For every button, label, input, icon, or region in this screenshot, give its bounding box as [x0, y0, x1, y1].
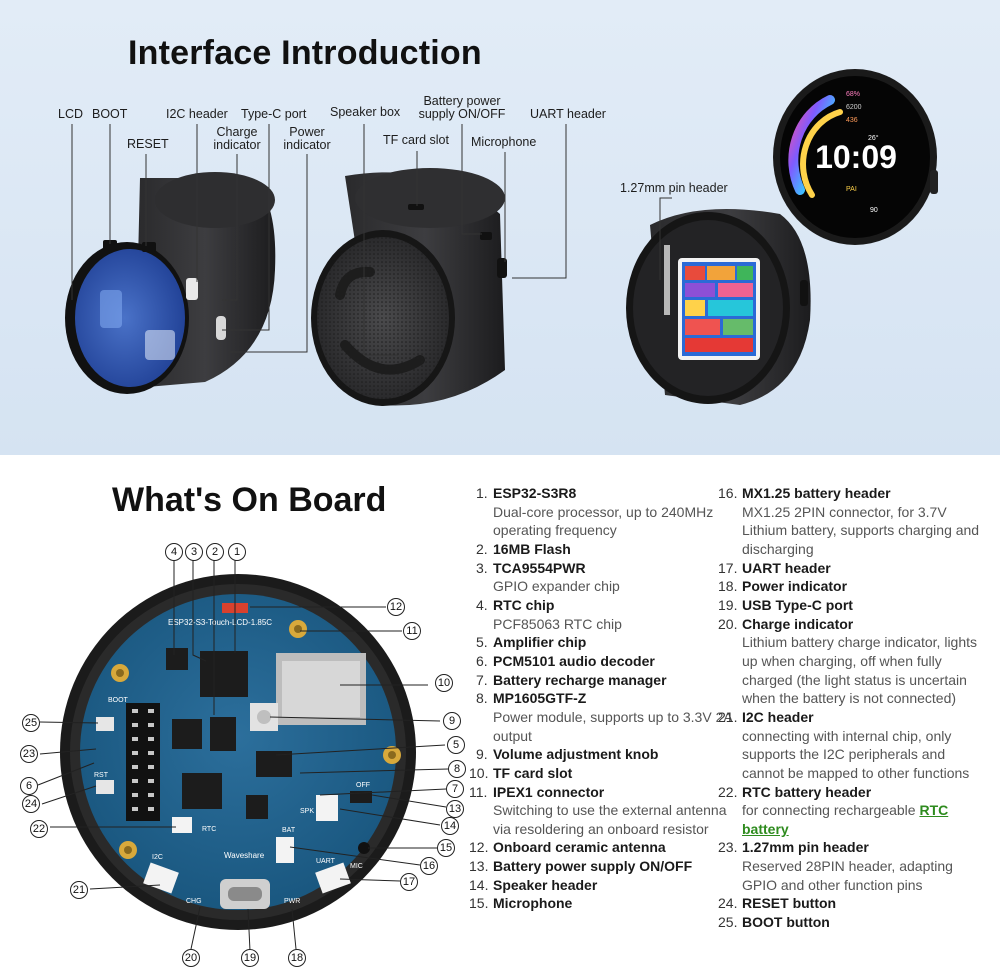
label-charge-indicator: Charge indicator: [213, 125, 261, 152]
list-item: 15.Microphone: [469, 895, 573, 912]
section-title-interface: Interface Introduction: [128, 34, 482, 72]
watch-pai-value: 90: [870, 207, 878, 214]
callout-13: 13: [446, 800, 464, 818]
rtc-battery-link[interactable]: RTC battery: [742, 802, 949, 837]
label-tf-card-slot: TF card slot: [383, 133, 449, 147]
silk-boot: BOOT: [108, 697, 129, 704]
list-item: 9.Volume adjustment knob: [476, 746, 659, 763]
device-watch-view: [773, 69, 938, 245]
silk-mic: MIC: [350, 863, 363, 870]
callout-20: 20: [182, 949, 200, 967]
interface-introduction-section: Interface Introduction: [0, 0, 1000, 455]
watch-time: 10:09: [815, 139, 897, 175]
silk-bat: BAT: [282, 827, 296, 834]
list-item: 19.USB Type-C port: [718, 596, 853, 613]
device-front-view: [65, 172, 276, 394]
callout-1: 1: [228, 543, 246, 561]
silk-rtc: RTC: [202, 826, 216, 833]
label-power-indicator: Power indicator: [283, 125, 331, 152]
callout-8: 8: [448, 760, 466, 778]
callout-16: 16: [420, 857, 438, 875]
section-title-board: What's On Board: [112, 481, 387, 519]
silk-spk: SPK: [300, 808, 314, 815]
list-item: 12.Onboard ceramic antenna: [469, 839, 666, 856]
callout-21: 21: [70, 881, 88, 899]
callout-7: 7: [446, 780, 464, 798]
callout-19: 19: [241, 949, 259, 967]
list-item: 5.Amplifier chip: [476, 634, 587, 651]
silk-off: OFF: [356, 782, 370, 789]
silk-board-name: ESP32-S3-Touch-LCD-1.85C: [168, 618, 272, 627]
callout-25: 25: [22, 714, 40, 732]
callout-2: 2: [206, 543, 224, 561]
board-diagram: BOOT RST RTC BAT SPK UART MIC I2C CHG PW…: [37, 559, 449, 952]
device-rear-label-view: [626, 208, 811, 405]
watch-stat-3: 436: [846, 117, 858, 124]
callout-11: 11: [403, 622, 421, 640]
callout-3: 3: [185, 543, 203, 561]
silk-brand: Waveshare: [224, 851, 265, 860]
label-reset: RESET: [127, 137, 169, 151]
device-back-view: [311, 168, 507, 406]
callout-12: 12: [387, 598, 405, 616]
label-i2c-header: I2C header: [166, 107, 228, 121]
leader-lines: [71, 124, 672, 356]
silk-pwr: PWR: [284, 898, 300, 905]
list-item: 17.UART header: [718, 559, 831, 576]
label-type-c: Type-C port: [241, 107, 307, 121]
callout-23: 23: [20, 745, 38, 763]
list-item: 6.PCM5101 audio decoder: [476, 652, 655, 669]
list-item: 25.BOOT button: [718, 914, 830, 931]
label-microphone: Microphone: [471, 135, 537, 149]
silk-chg: CHG: [186, 898, 202, 905]
list-item: 2.16MB Flash: [476, 540, 571, 557]
label-pin-header: 1.27mm pin header: [620, 181, 728, 195]
list-item: 10.TF card slot: [469, 764, 573, 781]
label-speaker-box: Speaker box: [330, 105, 401, 119]
callout-4: 4: [165, 543, 183, 561]
callout-6: 6: [20, 777, 38, 795]
label-battery-switch: Battery power supply ON/OFF: [418, 94, 506, 121]
callout-18: 18: [288, 949, 306, 967]
callout-9: 9: [443, 712, 461, 730]
watch-pai: PAI: [846, 186, 857, 193]
list-item: 7.Battery recharge manager: [476, 671, 667, 688]
silk-i2c: I2C: [152, 854, 163, 861]
label-uart-header: UART header: [530, 107, 606, 121]
device-photos: 10:09 68% 6200 436 26° PAI 90: [65, 69, 938, 406]
list-item: 14.Speaker header: [469, 876, 598, 893]
watch-temp: 26°: [868, 134, 879, 142]
silk-rst: RST: [94, 772, 109, 779]
list-item: 24.RESET button: [718, 895, 837, 912]
label-lcd: LCD: [58, 107, 84, 121]
callout-14: 14: [441, 817, 459, 835]
callout-5: 5: [447, 736, 465, 754]
watch-stat-1: 68%: [846, 91, 860, 98]
callout-15: 15: [437, 839, 455, 857]
callout-22: 22: [30, 820, 48, 838]
list-item: 13.Battery power supply ON/OFF: [469, 858, 693, 875]
watch-stat-2: 6200: [846, 104, 862, 111]
whats-on-board-section: What's On Board: [0, 455, 1000, 969]
silk-uart: UART: [316, 858, 336, 865]
callout-10: 10: [435, 674, 453, 692]
label-boot: BOOT: [92, 107, 128, 121]
callout-17: 17: [400, 873, 418, 891]
list-item: 18.Power indicator: [718, 578, 848, 595]
callout-24: 24: [22, 795, 40, 813]
